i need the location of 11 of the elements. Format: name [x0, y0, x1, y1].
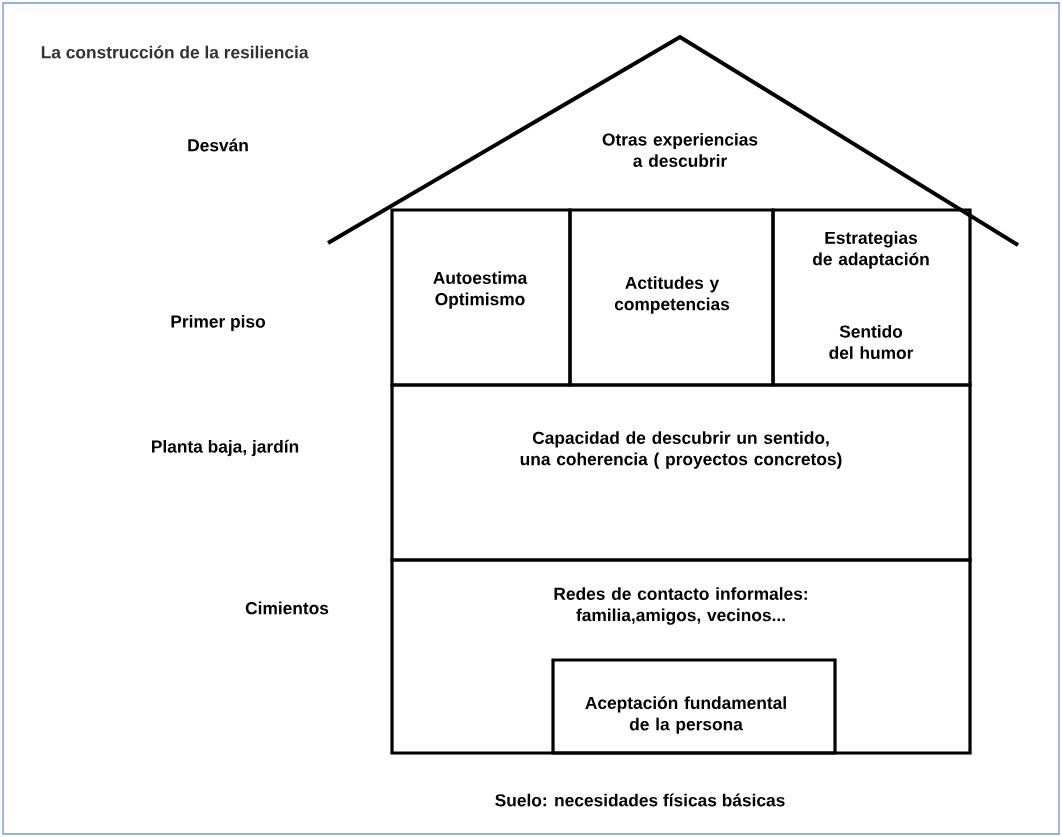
floor-label: Desván — [188, 138, 248, 152]
room-box: Actitudes y competencias — [568, 208, 775, 387]
floor-label: Suelo: necesidades físicas básicas — [495, 793, 785, 807]
floor-label: Cimientos — [245, 601, 329, 615]
inner-box: Aceptación fundamental de la persona — [551, 658, 837, 755]
floor-label: Primer piso — [171, 314, 265, 332]
floor-label: Planta baja, jardín — [152, 439, 299, 457]
room-box: Capacidad de descubrir un sentido, una coherencia ( proyectos concretos) — [390, 383, 972, 562]
room-box: Autoestima Optimismo — [390, 208, 572, 387]
room-box: Estrategias de adaptación Sentido del humor — [771, 208, 972, 387]
title: La construcción de la resiliencia — [41, 45, 309, 59]
